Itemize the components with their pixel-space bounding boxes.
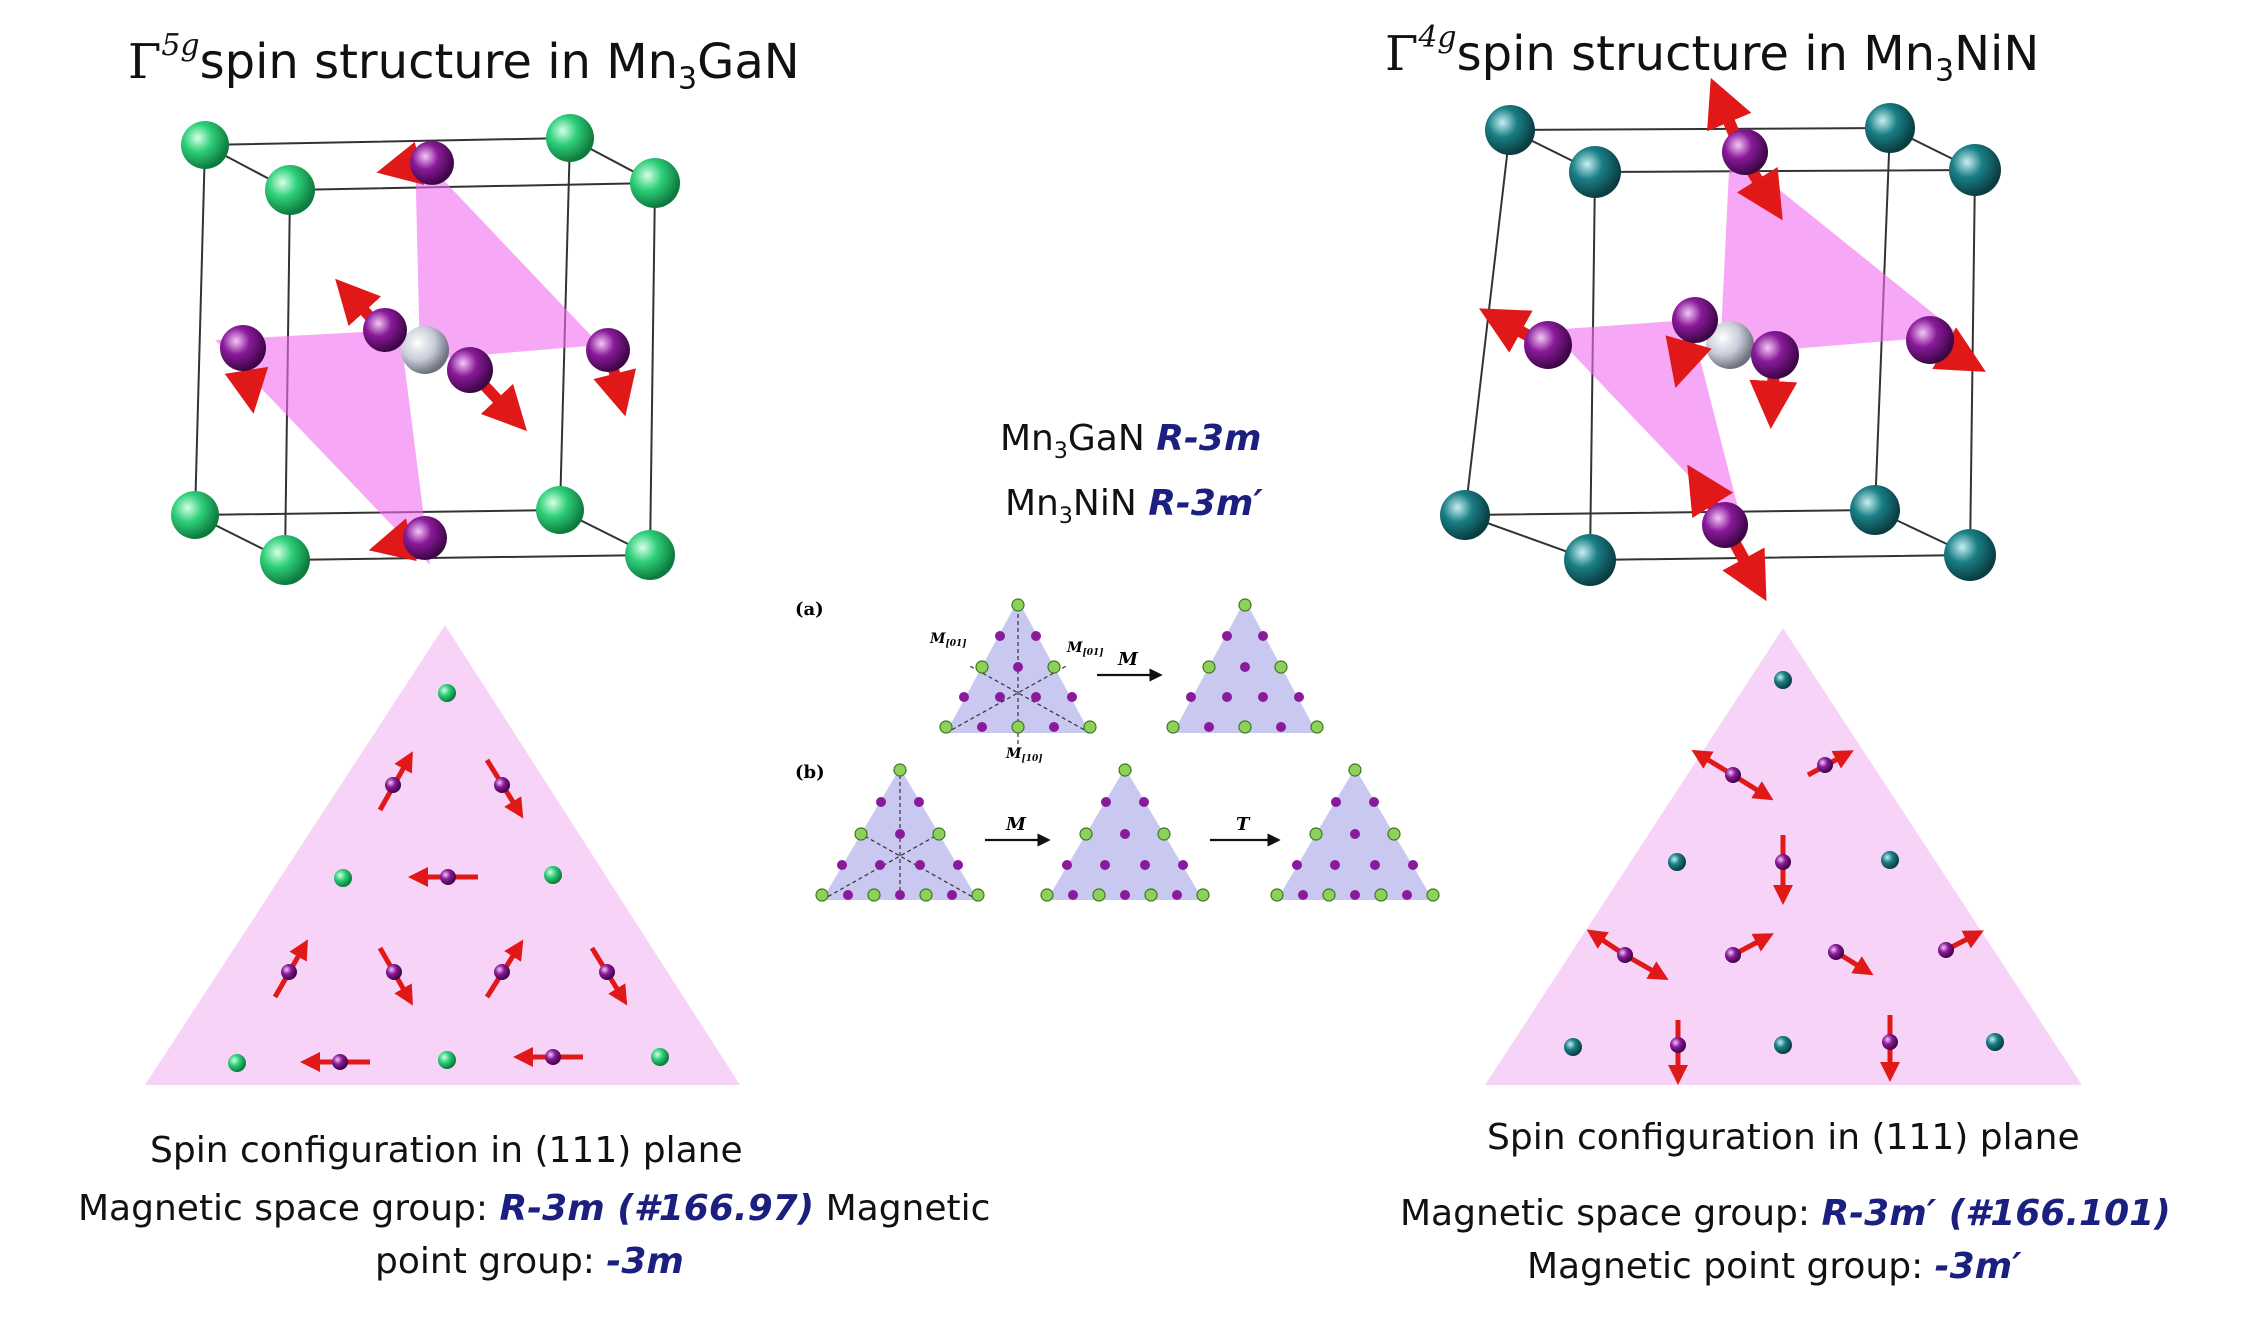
left-title-gamma: Γ — [128, 34, 162, 90]
right-title-sup: 4g — [1418, 20, 1457, 55]
panel-b-label: (b) — [795, 762, 825, 783]
panel-a-label: (a) — [795, 599, 824, 620]
mirror-label-101: M[01] — [1066, 640, 1104, 658]
left-caption-line3: point group: -3m — [375, 1241, 684, 1282]
center-mn3nin-group: Mn3NiN R-3m′ — [1005, 483, 1263, 530]
right-title-sub: 3 — [1935, 53, 1955, 89]
right-space-group: R-3m′ (#166.101) — [1821, 1193, 2171, 1234]
left-space-group: R-3m (#166.97) — [499, 1188, 815, 1229]
left-caption-line2: Magnetic space group: R-3m (#166.97) Mag… — [78, 1188, 991, 1229]
panel-a-op-m: M — [1117, 649, 1139, 670]
left-title-tail: GaN — [697, 34, 800, 90]
center-mn3nin-space-group: R-3m′ — [1148, 483, 1263, 524]
left-caption-line1: Spin configuration in (111) plane — [150, 1130, 743, 1171]
left-point-group: -3m — [606, 1241, 684, 1282]
center-mn3gan-space-group: R-3m — [1156, 418, 1262, 459]
left-title-sup: 5g — [161, 28, 200, 63]
panel-a-triangle-2 — [1166, 598, 1324, 734]
right-title: Γ4gspin structure in Mn3NiN — [1385, 20, 2040, 89]
right-caption-line2: Magnetic space group: R-3m′ (#166.101) — [1400, 1193, 2171, 1234]
left-title-text: spin structure in Mn — [199, 34, 679, 90]
panel-b-op-m: M — [1005, 814, 1027, 835]
mirror-label-011: M[01] — [929, 631, 967, 649]
right-title-text: spin structure in Mn — [1456, 26, 1936, 82]
right-title-tail: NiN — [1954, 26, 2040, 82]
panel-b-triangle-2 — [1040, 763, 1210, 902]
right-title-gamma: Γ — [1385, 26, 1419, 82]
right-caption-line1: Spin configuration in (111) plane — [1487, 1117, 2080, 1158]
panel-b-triangle-3 — [1270, 763, 1440, 902]
mirror-label-110: M[10] — [1005, 746, 1043, 764]
center-mn3gan-group: Mn3GaN R-3m — [1000, 418, 1262, 465]
left-title: Γ5gspin structure in Mn3GaN — [128, 28, 800, 97]
right-caption-line3: Magnetic point group: -3m′ — [1527, 1246, 2022, 1287]
panel-a-triangle-1 — [939, 598, 1097, 750]
panel-b-op-t: T — [1236, 814, 1251, 835]
right-point-group: -3m′ — [1934, 1246, 2022, 1287]
panel-b-triangle-1 — [815, 763, 985, 902]
left-title-sub: 3 — [678, 61, 698, 97]
